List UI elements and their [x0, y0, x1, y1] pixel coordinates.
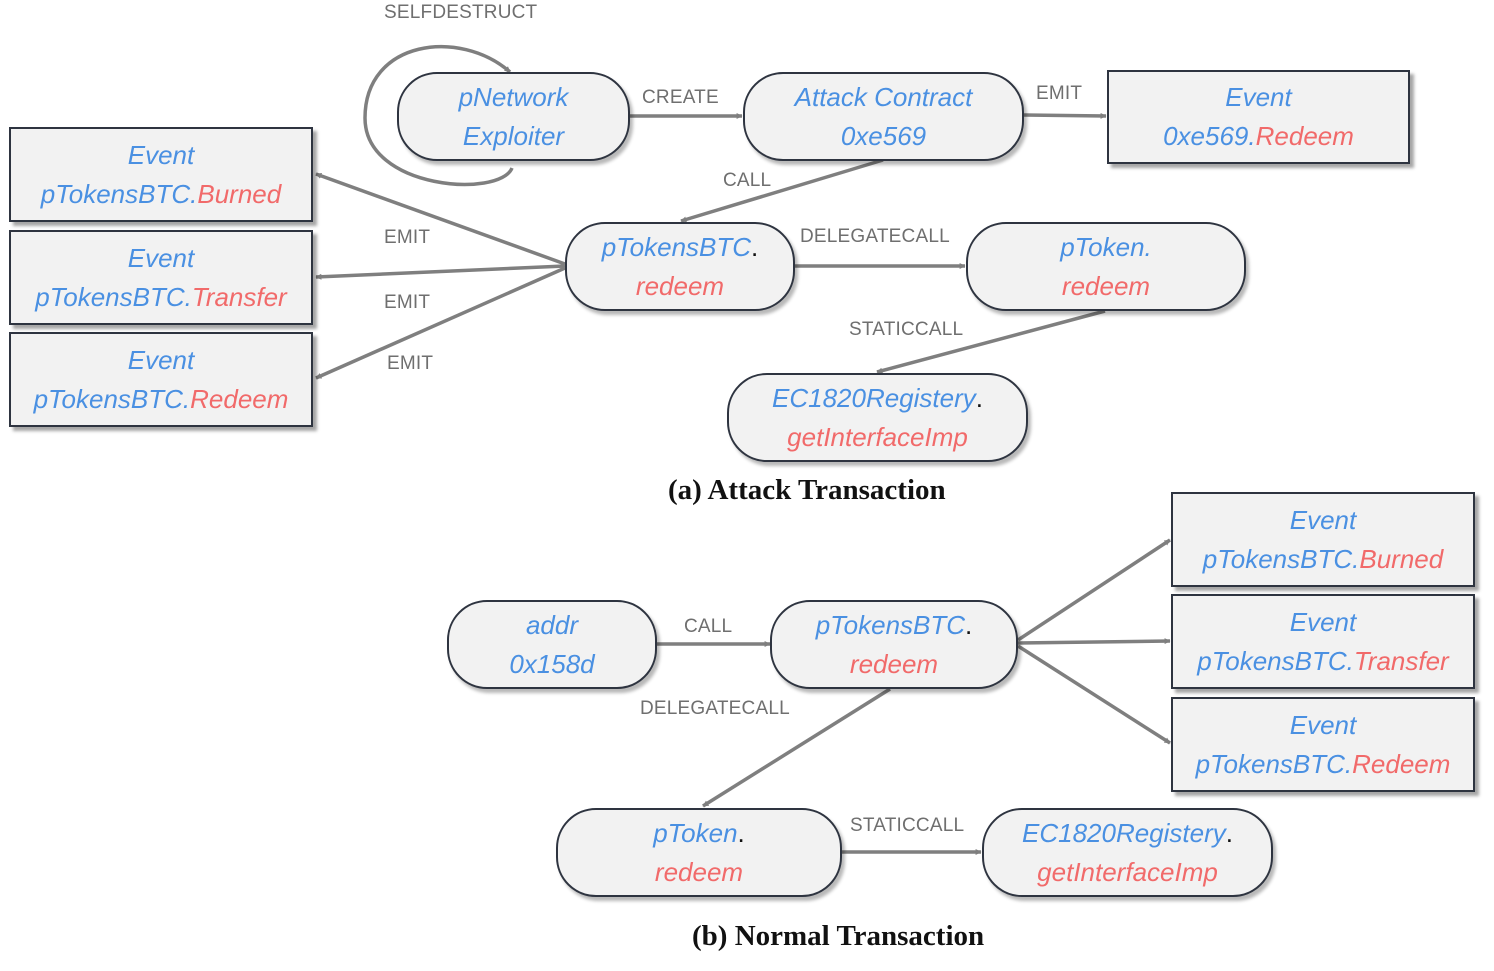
event-transfer-attack-prefix: pTokensBTC.	[35, 281, 192, 312]
registry-attack-prefix: EC1820Registery	[771, 382, 976, 413]
ptokens-attack-method: redeem	[635, 270, 725, 301]
node-event-transfer-normal[interactable]: Event pTokensBTC.Transfer	[1171, 594, 1475, 689]
registry-attack-dot: .	[975, 382, 983, 413]
node-event-transfer-attack[interactable]: Event pTokensBTC.Transfer	[9, 230, 313, 325]
ptokens-normal-prefix: pTokensBTC	[815, 609, 966, 640]
ptokens-attack-dot: .	[751, 231, 759, 262]
edge-emit-redeem	[315, 266, 566, 380]
edge-emit-redeem-normal	[1017, 644, 1171, 745]
ptokens-normal-dot: .	[965, 609, 973, 640]
node-event-redeem-attack[interactable]: Event pTokensBTC.Redeem	[9, 332, 313, 427]
event-burned-attack-prefix: pTokensBTC.	[40, 178, 198, 209]
node-pnetwork-exploiter[interactable]: pNetwork Exploiter	[397, 72, 630, 161]
node-addr[interactable]: addr 0x158d	[447, 600, 657, 689]
label-emit-3: EMIT	[387, 353, 434, 374]
event-attack-redeem-line1: Event	[1225, 82, 1292, 112]
node-attack-contract[interactable]: Attack Contract 0xe569	[743, 72, 1024, 161]
edge-emit-attack-event	[1023, 112, 1107, 119]
label-staticcall-attack: STATICCALL	[849, 319, 964, 340]
label-emit-top: EMIT	[1036, 83, 1083, 104]
edge-delegatecall-normal	[702, 687, 891, 808]
label-delegatecall-attack: DELEGATECALL	[800, 226, 950, 247]
event-redeem-attack-line1: Event	[127, 344, 195, 375]
event-transfer-normal-prefix: pTokensBTC.	[1197, 645, 1354, 676]
ptoken-normal-prefix: pToken	[653, 817, 738, 848]
edge-selfdestruct	[363, 44, 514, 187]
event-burned-normal-prefix: pTokensBTC.	[1202, 543, 1360, 574]
event-burned-normal-line1: Event	[1289, 504, 1357, 535]
edge-staticcall-attack	[876, 309, 1106, 374]
node-ptokensbtc-redeem-attack[interactable]: pTokensBTC. redeem	[565, 222, 795, 311]
label-call-normal: CALL	[684, 616, 733, 637]
ptokens-normal-method: redeem	[849, 648, 939, 679]
node-event-burned-normal[interactable]: Event pTokensBTC.Burned	[1171, 492, 1475, 587]
registry-normal-method: getInterfaceImp	[1037, 856, 1218, 887]
exploiter-line1: pNetwork	[458, 81, 569, 112]
event-redeem-normal-prefix: pTokensBTC.	[1195, 748, 1353, 779]
exploiter-line2: Exploiter	[462, 120, 565, 151]
node-event-burned-attack[interactable]: Event pTokensBTC.Burned	[9, 127, 313, 222]
attack-contract-line2: 0xe569	[840, 120, 927, 151]
label-emit-1: EMIT	[384, 227, 431, 248]
node-registry-normal[interactable]: EC1820Registery. getInterfaceImp	[982, 808, 1273, 897]
label-call-attack: CALL	[723, 170, 772, 191]
ptoken-attack-method: redeem	[1061, 270, 1151, 301]
edge-emit-burned-normal	[1017, 538, 1171, 642]
event-redeem-attack-prefix: pTokensBTC.	[33, 383, 191, 414]
registry-normal-dot: .	[1225, 817, 1233, 848]
caption-attack: (a) Attack Transaction	[668, 474, 946, 506]
event-transfer-normal-method: Transfer	[1353, 645, 1449, 676]
label-delegatecall-normal: DELEGATECALL	[640, 698, 790, 719]
ptokens-attack-prefix: pTokensBTC	[601, 231, 752, 262]
event-burned-attack-line1: Event	[127, 139, 195, 170]
event-redeem-normal-line1: Event	[1289, 709, 1357, 740]
node-ptokensbtc-redeem-normal[interactable]: pTokensBTC. redeem	[770, 600, 1018, 689]
ptoken-normal-method: redeem	[654, 856, 744, 887]
event-attack-redeem-prefix: 0xe569.	[1163, 121, 1256, 151]
event-attack-redeem-method: Redeem	[1255, 121, 1354, 151]
addr-line2: 0x158d	[509, 648, 595, 679]
registry-attack-method: getInterfaceImp	[787, 421, 968, 452]
edge-emit-transfer-normal	[1017, 638, 1171, 645]
ptoken-attack-prefix: pToken.	[1060, 231, 1152, 262]
addr-line1: addr	[525, 609, 579, 640]
label-selfdestruct: SELFDESTRUCT	[384, 2, 538, 23]
edge-call-attack	[680, 158, 884, 223]
event-transfer-normal-line1: Event	[1289, 606, 1357, 637]
edge-emit-burned	[315, 172, 566, 266]
node-ptoken-redeem-normal[interactable]: pToken. redeem	[556, 808, 842, 897]
node-registry-attack[interactable]: EC1820Registery. getInterfaceImp	[727, 373, 1028, 462]
event-burned-attack-method: Burned	[197, 178, 282, 209]
label-staticcall-normal: STATICCALL	[850, 815, 965, 836]
event-transfer-attack-line1: Event	[127, 242, 195, 273]
label-emit-2: EMIT	[384, 292, 431, 313]
registry-normal-prefix: EC1820Registery	[1021, 817, 1226, 848]
event-transfer-attack-method: Transfer	[191, 281, 287, 312]
ptoken-normal-dot: .	[737, 817, 745, 848]
attack-contract-line1: Attack Contract	[794, 81, 973, 112]
event-redeem-attack-method: Redeem	[190, 383, 289, 414]
node-event-attack-redeem[interactable]: Event 0xe569.Redeem	[1107, 70, 1410, 164]
label-create: CREATE	[642, 87, 719, 108]
node-ptoken-redeem-attack[interactable]: pToken. redeem	[966, 222, 1246, 311]
event-redeem-normal-method: Redeem	[1352, 748, 1451, 779]
event-burned-normal-method: Burned	[1359, 543, 1444, 574]
caption-normal: (b) Normal Transaction	[692, 920, 985, 952]
node-event-redeem-normal[interactable]: Event pTokensBTC.Redeem	[1171, 697, 1475, 792]
edge-emit-transfer	[315, 264, 566, 280]
